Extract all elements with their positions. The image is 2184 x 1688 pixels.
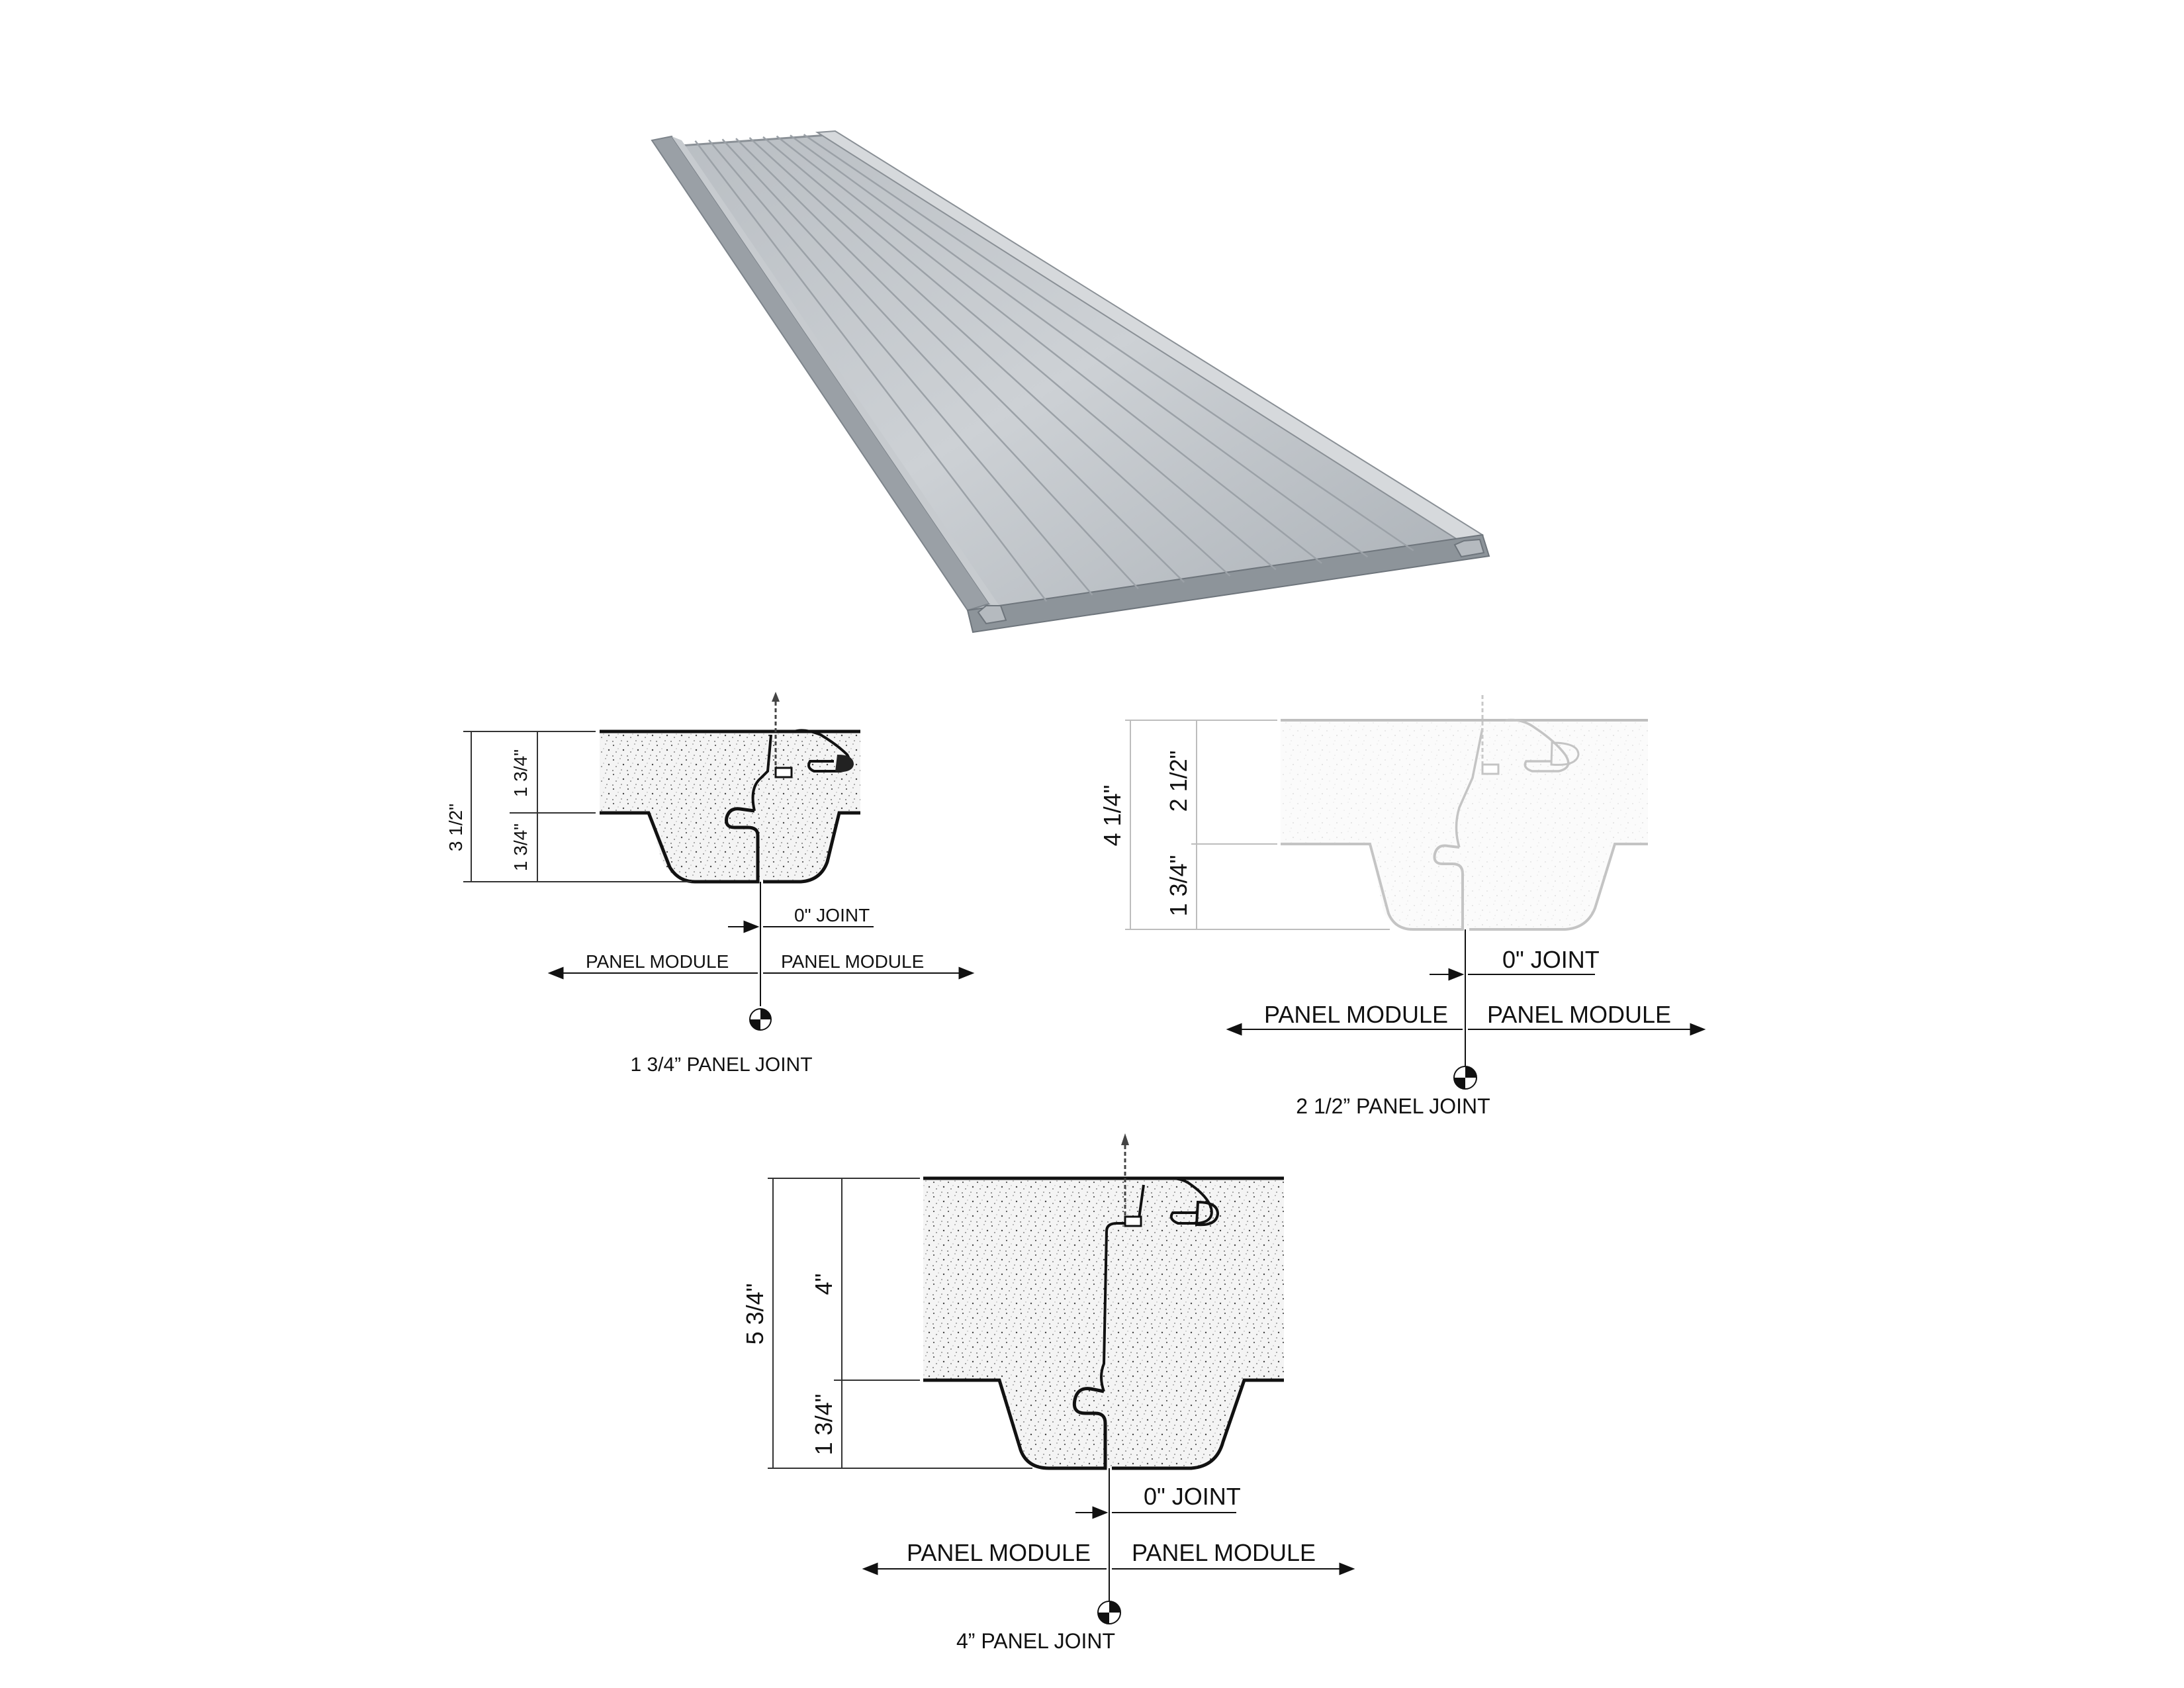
panel-rib-line: [721, 138, 1139, 590]
detail-1-clip-block: [774, 767, 793, 778]
detail-3-4-panel-joint: 5 3/4" 4" 1 3/4" 0" JOINT PANEL MODULE P…: [741, 1133, 1355, 1653]
detail-3-bottom-skin: [923, 1378, 1284, 1470]
detail-2-clip-block: [1481, 763, 1500, 775]
panel-rib-line: [790, 134, 1369, 558]
panel-left-rib-face: [672, 136, 1001, 608]
detail-3-seal: [1195, 1200, 1220, 1227]
detail-2-foam-core: [1281, 720, 1648, 929]
panel-top-face: [660, 134, 1473, 621]
detail-1-seal: [835, 755, 854, 773]
detail-3-fastener-tip: [1121, 1133, 1129, 1145]
detail-2-overall-height: 4 1/4": [1099, 785, 1126, 847]
detail-1-module-right: PANEL MODULE: [781, 951, 924, 972]
detail-2-title: 2 1/2” PANEL JOINT: [1296, 1094, 1490, 1118]
panel-front-edge: [966, 534, 1490, 633]
detail-2-bottom-skin: [1281, 843, 1648, 931]
detail-2-module-right: PANEL MODULE: [1487, 1001, 1671, 1028]
detail-3-overall-height: 5 3/4": [741, 1284, 768, 1345]
detail-1-overall-height: 3 1/2": [445, 804, 466, 851]
panel-rib-line: [776, 135, 1322, 564]
detail-1-3-4-panel-joint: 3 1/2" 1 3/4" 1 3/4" 0" JOINT PANEL MODU…: [445, 692, 975, 1076]
detail-2-joint-clip: [1455, 718, 1570, 848]
detail-3-lower-height: 1 3/4": [810, 1394, 837, 1456]
detail-2-dim-lines: [1125, 720, 1390, 930]
panel-front-profile: [977, 538, 1485, 625]
panel-rib-line: [694, 140, 1048, 602]
panel-rib-line: [749, 137, 1231, 577]
detail-2-center-mark: [1453, 1066, 1477, 1090]
detail-3-upper-height: 4": [810, 1274, 837, 1295]
detail-2-seal: [1550, 741, 1580, 766]
detail-1-upper-height: 1 3/4": [510, 749, 531, 797]
panel-rib-line: [803, 134, 1414, 551]
detail-3-module-right: PANEL MODULE: [1132, 1539, 1316, 1566]
panel-render: [651, 130, 1490, 633]
detail-2-2-1-2-panel-joint: 4 1/4" 2 1/2" 1 3/4" 0" JOINT PANEL MODU…: [1099, 695, 1706, 1118]
panel-ribs: [694, 134, 1414, 602]
detail-2-module-left: PANEL MODULE: [1264, 1001, 1448, 1028]
detail-2-lower-height: 1 3/4": [1165, 855, 1192, 917]
detail-3-title: 4” PANEL JOINT: [956, 1629, 1115, 1653]
panel-rib-line: [762, 136, 1277, 571]
detail-3-center-mark: [1097, 1601, 1121, 1624]
detail-1-title: 1 3/4” PANEL JOINT: [630, 1054, 812, 1076]
panel-rib-line: [708, 139, 1093, 596]
detail-3-dim-lines: [768, 1178, 1032, 1469]
detail-1-joint-label: 0" JOINT: [794, 905, 870, 925]
detail-3-module-left: PANEL MODULE: [907, 1539, 1091, 1566]
detail-2-joint-label: 0" JOINT: [1502, 946, 1600, 973]
detail-1-joint-clip: [751, 729, 852, 812]
detail-2-upper-height: 2 1/2": [1165, 751, 1192, 812]
detail-1-bottom-skin: [600, 807, 860, 884]
detail-3-clip-block: [1124, 1215, 1142, 1227]
detail-1-dim-lines: [463, 731, 692, 882]
detail-1-center-mark: [749, 1008, 772, 1031]
detail-3-joint-label: 0" JOINT: [1144, 1483, 1241, 1510]
detail-1-lower-height: 1 3/4": [510, 823, 531, 871]
detail-1-fastener-tip: [772, 692, 780, 702]
detail-1-foam-core: [600, 731, 860, 880]
panel-rib-line: [735, 138, 1185, 583]
detail-3-joint-clip: [1100, 1176, 1213, 1392]
detail-1-module-left: PANEL MODULE: [586, 951, 729, 972]
